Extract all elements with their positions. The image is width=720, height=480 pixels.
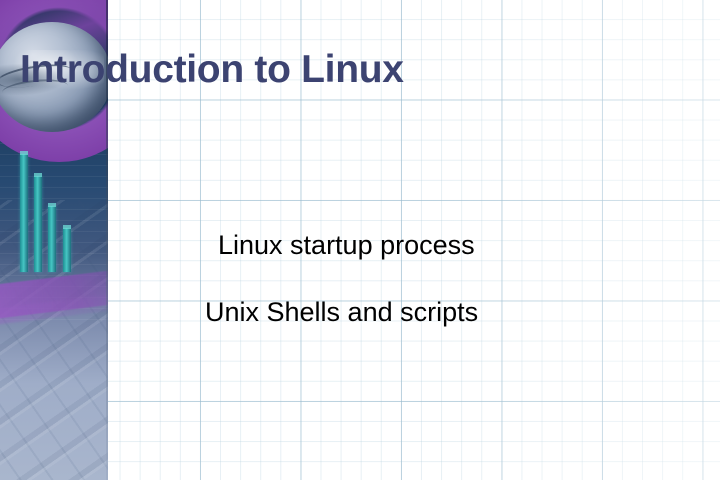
hand-sphere-graphic bbox=[0, 22, 108, 132]
sidebar-edge-divider bbox=[106, 0, 108, 480]
slide-title: Introduction to Linux bbox=[20, 48, 404, 91]
teal-bar-chart bbox=[8, 136, 84, 272]
sphere-highlight bbox=[0, 50, 104, 104]
chart-bar bbox=[63, 225, 71, 272]
chart-bar bbox=[20, 151, 28, 272]
body-line: Unix Shells and scripts bbox=[205, 297, 479, 327]
chart-bar bbox=[48, 203, 56, 272]
body-line: Linux startup process bbox=[218, 230, 475, 260]
decorative-sidebar bbox=[0, 0, 108, 480]
chart-bar bbox=[34, 173, 42, 272]
slide-body: Linux startup process Unix Shells and sc… bbox=[0, 228, 720, 329]
